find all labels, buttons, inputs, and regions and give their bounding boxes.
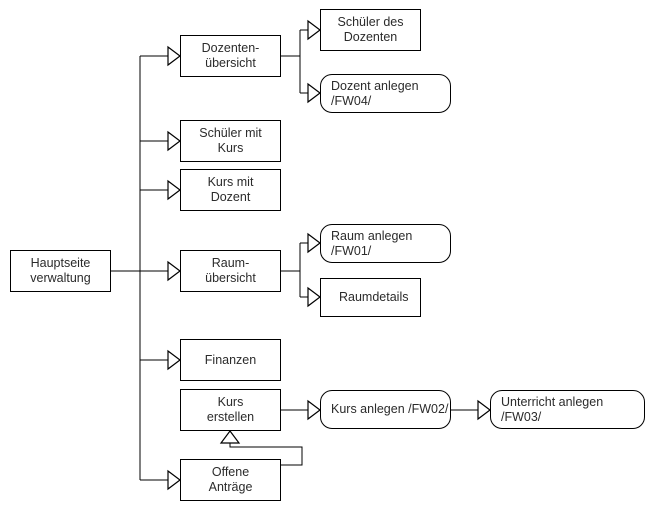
node-raum-anlegen-fw01[interactable]: Raum anlegen /FW01/ — [320, 224, 451, 263]
node-kurs-erstellen[interactable]: Kurs erstellen — [180, 389, 281, 431]
arrowhead-offene-antraege — [167, 469, 181, 491]
node-dozentenuebersicht[interactable]: Dozenten- übersicht — [180, 35, 281, 77]
arrowhead-unterricht — [477, 399, 491, 421]
node-dozent-anlegen-fw04[interactable]: Dozent anlegen /FW04/ — [320, 74, 451, 113]
node-raumdetails[interactable]: Raumdetails — [320, 278, 421, 317]
arrowhead-schueler-kurs — [167, 130, 181, 152]
node-offene-antraege[interactable]: Offene Anträge — [180, 459, 281, 501]
arrowhead-raum — [167, 260, 181, 282]
node-raumuebersicht[interactable]: Raum- übersicht — [180, 250, 281, 292]
arrowhead-kurs-dozent — [167, 179, 181, 201]
node-kurs-mit-dozent[interactable]: Kurs mit Dozent — [180, 169, 281, 211]
arrowhead-raumdetails — [307, 286, 321, 308]
node-schueler-des-dozenten[interactable]: Schüler des Dozenten — [320, 9, 421, 51]
arrowhead-generalization-kurs-erstellen — [219, 430, 241, 444]
arrowhead-dozenten — [167, 45, 181, 67]
arrowhead-finanzen — [167, 349, 181, 371]
arrowhead-schueler-des — [307, 19, 321, 41]
node-kurs-anlegen-fw02[interactable]: Kurs anlegen /FW02/ — [320, 390, 451, 429]
node-schueler-mit-kurs[interactable]: Schüler mit Kurs — [180, 120, 281, 162]
arrowhead-dozent-anlegen — [307, 82, 321, 104]
node-unterricht-anlegen-fw03[interactable]: Unterricht anlegen /FW03/ — [490, 390, 645, 429]
arrowhead-kurs-anlegen — [307, 399, 321, 421]
arrowhead-raum-anlegen — [307, 232, 321, 254]
node-hauptseite-verwaltung[interactable]: Hauptseite verwaltung — [10, 250, 111, 292]
node-finanzen[interactable]: Finanzen — [180, 339, 281, 381]
